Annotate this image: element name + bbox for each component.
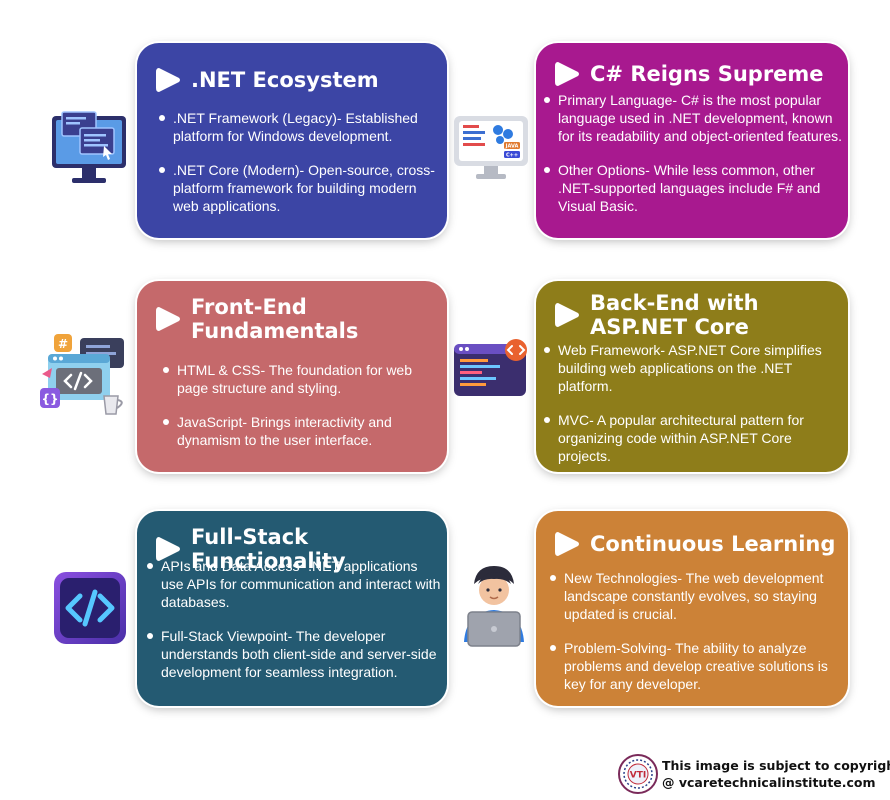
copyright-line-1: This image is subject to copyright [662, 758, 890, 773]
card-points: .NET Framework (Legacy)- Established pla… [157, 109, 439, 231]
play-icon [156, 307, 180, 331]
vti-seal-logo: VTI [618, 754, 658, 794]
card-point: Web Framework- ASP.NET Core simplifies b… [542, 341, 844, 395]
card-points: Web Framework- ASP.NET Core simplifies b… [542, 341, 844, 472]
card-point: Other Options- While less common, other … [542, 161, 844, 215]
card-header: Back-End with ASP.NET Core [552, 291, 759, 339]
card-point: MVC- A popular architectural pattern for… [542, 411, 844, 465]
card-header: C# Reigns Supreme [552, 59, 824, 89]
card-point: JavaScript- Brings interactivity and dyn… [161, 413, 441, 449]
card-header: Full-Stack Functionality [153, 525, 447, 573]
card-header: Front-End Fundamentals [153, 295, 358, 343]
card-backend: Back-End with ASP.NET Core Web Framework… [536, 281, 848, 472]
card-points: Primary Language- C# is the most popular… [542, 91, 844, 231]
code-brackets-app-icon [54, 572, 126, 644]
card-title: Full-Stack Functionality [191, 525, 346, 573]
card-dotnet-ecosystem: .NET Ecosystem .NET Framework (Legacy)- … [137, 43, 447, 238]
developer-laptop-icon [464, 566, 524, 647]
play-icon [555, 303, 579, 327]
card-point: Problem-Solving- The ability to analyze … [548, 639, 842, 693]
card-point: APIs and Data Access- .NET applications … [145, 557, 443, 611]
card-point: New Technologies- The web development la… [548, 569, 842, 623]
card-csharp: C# Reigns Supreme Primary Language- C# i… [536, 43, 848, 238]
desktop-monitor-icon [52, 111, 126, 183]
card-frontend: Front-End Fundamentals HTML & CSS- The f… [137, 281, 447, 472]
play-icon [156, 68, 180, 92]
copyright-line-2: @ vcaretechnicalinstitute.com [662, 775, 876, 790]
svg-text:{}: {} [41, 392, 58, 406]
card-title: Back-End with ASP.NET Core [590, 291, 759, 339]
card-continuous-learning: Continuous Learning New Technologies- Th… [536, 511, 848, 706]
card-fullstack: Full-Stack Functionality APIs and Data A… [137, 511, 447, 706]
programming-languages-monitor-icon: JAVA C++ [454, 116, 528, 179]
card-points: APIs and Data Access- .NET applications … [145, 557, 443, 697]
card-point: Full-Stack Viewpoint- The developer unde… [145, 627, 443, 681]
code-editor-window-icon [454, 339, 527, 396]
card-title: Continuous Learning [590, 532, 836, 556]
seal-text: VTI [630, 771, 646, 781]
card-title: C# Reigns Supreme [590, 62, 824, 86]
copyright-text: This image is subject to copyright @ vca… [662, 757, 890, 791]
card-points: New Technologies- The web development la… [548, 569, 842, 706]
copyright-footer: VTI This image is subject to copyright @… [618, 752, 890, 798]
hash-label: # [58, 337, 68, 351]
play-icon [156, 537, 180, 561]
card-header: Continuous Learning [552, 529, 835, 559]
cpp-label: C++ [506, 153, 518, 159]
card-point: Primary Language- C# is the most popular… [542, 91, 844, 145]
play-icon [555, 62, 579, 86]
card-title: Front-End Fundamentals [191, 295, 359, 343]
play-icon [555, 532, 579, 556]
card-point: HTML & CSS- The foundation for web page … [161, 361, 441, 397]
card-point: .NET Core (Modern)- Open-source, cross-p… [157, 161, 439, 215]
card-points: HTML & CSS- The foundation for web page … [161, 361, 441, 465]
java-label: JAVA [505, 144, 519, 150]
card-point: .NET Framework (Legacy)- Established pla… [157, 109, 439, 145]
card-title: .NET Ecosystem [191, 68, 379, 92]
card-header: .NET Ecosystem [153, 65, 379, 95]
frontend-code-window-icon: # {} [40, 334, 124, 415]
